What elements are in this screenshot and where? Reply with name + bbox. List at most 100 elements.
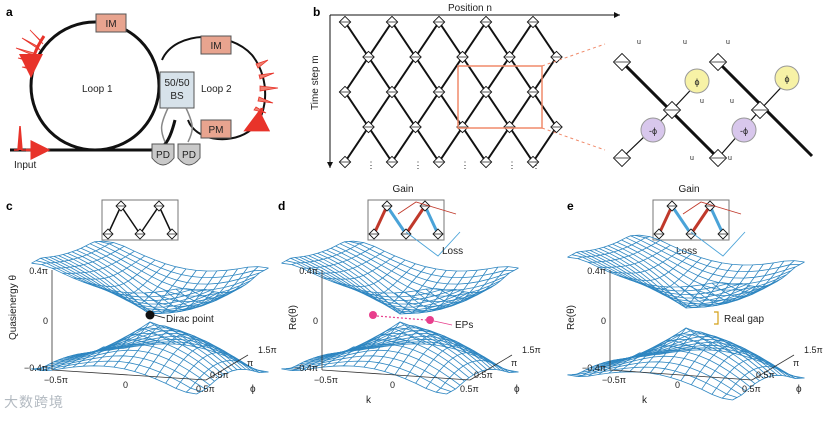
upper-band-mesh <box>691 263 764 305</box>
lower-band-mesh <box>98 341 265 373</box>
input-pulse-icon <box>14 125 26 151</box>
lower-band-mesh <box>670 334 743 378</box>
input-label: Input <box>14 160 36 171</box>
lattice-link <box>367 91 393 128</box>
lattice-link <box>532 91 558 128</box>
loop2-direction-arrow-icon <box>243 107 271 132</box>
upper-band-mesh <box>83 259 156 288</box>
beam-splitter <box>159 71 195 109</box>
lower-band-mesh <box>732 374 805 401</box>
lattice-link <box>485 126 511 163</box>
phi-tick-label: π <box>793 358 799 368</box>
zoom-line-bottom <box>541 127 606 151</box>
upper-band-mesh <box>165 268 238 308</box>
upper-band-mesh <box>732 261 805 288</box>
loop1-pulse-train-icon <box>15 29 44 71</box>
panel-d: d Gain Loss Re(θ) EPs k <box>278 184 519 406</box>
lower-band-mesh <box>446 368 519 395</box>
detector-fiber-right <box>185 107 193 143</box>
upper-band-mesh <box>124 270 197 314</box>
pm-label: PM <box>209 125 224 136</box>
upper-band-mesh <box>80 247 247 303</box>
lattice-link <box>391 56 417 93</box>
z-tick-label: 0 <box>601 316 606 326</box>
amplitude-label: u <box>690 155 694 162</box>
lower-band-mesh <box>348 341 515 373</box>
z-tick-label: 0 <box>313 316 318 326</box>
upper-band-mesh <box>98 241 265 279</box>
phi-tick-label: π <box>511 358 517 368</box>
lattice-link <box>532 56 558 93</box>
k-tick-label: −0.5π <box>314 375 338 385</box>
pd-left-label: PD <box>156 150 170 161</box>
upper-band-mesh <box>326 249 492 307</box>
ep-marker-left <box>369 311 377 319</box>
panel-a-letter: a <box>6 5 13 19</box>
loss-label-e: Loss <box>676 246 697 257</box>
lattice-link <box>344 21 370 58</box>
dirac-point-pointer <box>153 314 166 319</box>
schematic-link <box>404 205 427 235</box>
phi-axis-label: ϕ <box>514 384 520 395</box>
loop-1-label: Loop 1 <box>82 84 113 95</box>
upper-band-mesh <box>711 260 785 298</box>
real-gap-bracket <box>714 311 719 325</box>
panel-b-letter: b <box>313 5 320 19</box>
lower-band-mesh <box>630 344 796 379</box>
schematic-link <box>657 205 674 235</box>
surface-plot-d <box>281 240 519 395</box>
lattice-link <box>344 56 370 93</box>
upper-band-mesh <box>634 235 801 273</box>
position-axis-label: Position n <box>448 3 492 14</box>
lattice-link <box>367 126 393 163</box>
continuation-dots: ⋮ <box>532 160 541 170</box>
watermark-logo: 大数跨境 <box>4 395 64 411</box>
lower-band-mesh <box>344 338 510 373</box>
schematic-frame <box>652 199 730 241</box>
minus-phi-label: -ϕ <box>740 126 748 136</box>
pm-modulator <box>200 119 232 139</box>
schematic-e <box>652 199 746 257</box>
schematic-frame <box>367 199 445 241</box>
lattice-link <box>461 21 487 58</box>
z-tick-label: 0 <box>43 316 48 326</box>
lower-band-mesh <box>639 349 805 379</box>
upper-band-mesh <box>89 243 256 291</box>
phi-modulator-icon <box>774 65 800 91</box>
schematic-link <box>120 205 141 235</box>
k-tick-label: −0.5π <box>602 375 626 385</box>
schematic-c <box>101 199 179 241</box>
z-tick-label: 0.4π <box>29 266 48 276</box>
upper-band-mesh <box>175 266 249 304</box>
upper-band-mesh <box>330 247 497 303</box>
k-tick-label: 0.5π <box>460 384 479 394</box>
phi-axis-line <box>205 354 249 381</box>
panel-c: c Quasienergy θ Dirac point <box>6 199 269 395</box>
dirac-point-label: Dirac point <box>166 314 214 325</box>
upper-band-mesh <box>333 259 406 288</box>
minus-phi-modulator-icon <box>731 117 757 143</box>
k-axis-line <box>609 369 753 381</box>
upper-band-mesh <box>619 253 692 282</box>
ep-pointer <box>433 320 453 326</box>
lattice-link <box>508 21 534 58</box>
phi-tick-label: 0.5π <box>210 370 229 380</box>
im-modulator-loop1 <box>95 13 127 33</box>
k-tick-label: −0.5π <box>44 375 68 385</box>
z-tick-label: 0.4π <box>299 266 318 276</box>
upper-band-mesh <box>348 241 515 279</box>
schematic-frame <box>101 199 179 241</box>
lattice-link <box>367 21 393 58</box>
phi-tick-label: 1.5π <box>522 345 541 355</box>
lattice-link <box>344 91 370 128</box>
panel-e-letter: e <box>567 199 574 213</box>
gain-label-e: Gain <box>678 184 699 195</box>
lower-band-mesh <box>384 328 457 372</box>
upper-band-mesh <box>353 240 519 272</box>
panel-c-ylabel: Quasienergy θ <box>8 275 19 340</box>
photodetector-left <box>151 143 175 166</box>
schematic-link <box>107 205 122 235</box>
